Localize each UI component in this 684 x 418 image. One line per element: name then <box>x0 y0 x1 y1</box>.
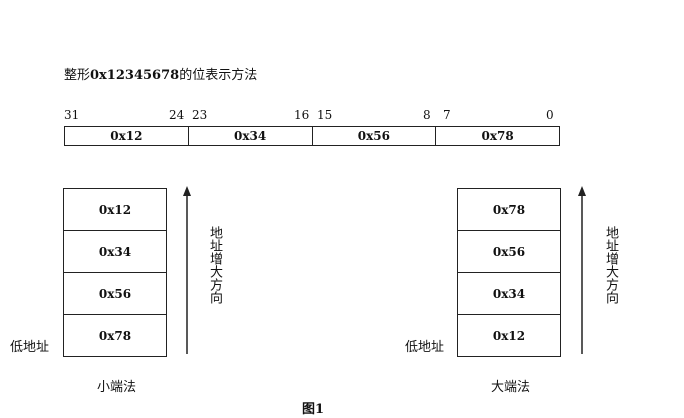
title-prefix: 整形 <box>64 68 91 83</box>
title-suffix: 的位表示方法 <box>179 68 258 83</box>
title-value: 0x12345678 <box>90 68 180 83</box>
address-arrow-left <box>183 186 191 354</box>
bit-label-31: 31 <box>64 108 80 122</box>
memory-cell: 0x12 <box>64 189 166 231</box>
bit-label-7: 7 <box>443 108 451 122</box>
bit-label-16: 16 <box>294 108 310 122</box>
low-address-label-left: 低地址 <box>10 340 50 355</box>
byte-cell: 0x12 <box>65 127 189 145</box>
memory-cell: 0x78 <box>98 328 132 343</box>
byte-cell: 0x56 <box>313 127 437 145</box>
memory-cell: 0x34 <box>458 273 560 315</box>
memory-cell: 0x12 <box>492 328 526 343</box>
byte-row: 0x12 0x34 0x56 0x78 <box>64 126 560 146</box>
big-endian-caption: 大端法 <box>491 380 531 395</box>
low-address-label-right: 低地址 <box>405 340 445 355</box>
bit-label-23: 23 <box>192 108 208 122</box>
bit-label-24: 24 <box>169 108 185 122</box>
direction-label-right: 地址增大方向 <box>603 226 618 304</box>
byte-cell: 0x34 <box>189 127 313 145</box>
diagram-title: 整形0x12345678的位表示方法 <box>64 64 257 83</box>
memory-cell: 0x56 <box>458 231 560 273</box>
direction-label-left: 地址增大方向 <box>207 226 222 304</box>
bit-label-0: 0 <box>546 108 554 122</box>
little-endian-stack: 0x12 0x34 0x56 0x78 <box>63 188 167 357</box>
memory-cell: 0x34 <box>64 231 166 273</box>
bit-label-15: 15 <box>317 108 333 122</box>
bit-label-8: 8 <box>423 108 431 122</box>
figure-caption: 图1 <box>302 402 325 417</box>
memory-cell: 0x56 <box>64 273 166 315</box>
address-arrow-right <box>578 186 586 354</box>
byte-cell: 0x78 <box>481 129 514 143</box>
little-endian-caption: 小端法 <box>97 380 137 395</box>
memory-cell: 0x78 <box>458 189 560 231</box>
big-endian-stack: 0x78 0x56 0x34 0x12 <box>457 188 561 357</box>
